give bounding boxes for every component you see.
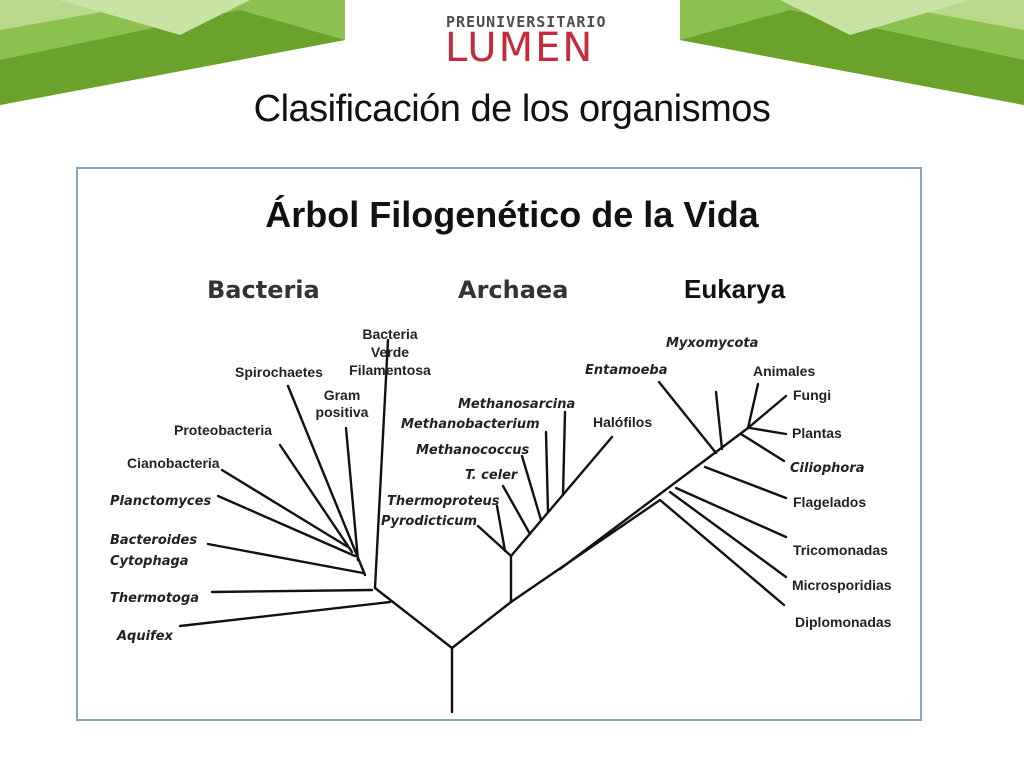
label-bacteria-verde-1: Bacteria [362, 326, 417, 342]
label-thermotoga: Thermotoga [110, 591, 199, 606]
label-spirochaetes: Spirochaetes [235, 364, 323, 380]
branch-thermoproteus [495, 504, 507, 553]
diagram-frame [76, 167, 922, 721]
eukarya-crown-branch [558, 426, 750, 571]
label-methanococcus: Methanococcus [416, 443, 529, 458]
branch-planctomyces [216, 494, 357, 558]
label-bacteroides: Bacteroides [110, 533, 197, 548]
branch-bacteria-verde [373, 338, 390, 590]
label-ciliophora: Ciliophora [790, 461, 865, 476]
archaea-eukarya-branch [450, 600, 513, 650]
branch-cianobacteria [220, 468, 350, 549]
branch-microsporidias [668, 490, 788, 579]
label-thermoproteus: Thermoproteus [387, 494, 500, 509]
label-cytophaga: Cytophaga [110, 554, 189, 569]
domain-bacteria: Bacteria [207, 276, 320, 304]
label-methanobacterium: Methanobacterium [401, 417, 540, 432]
label-gram-2: positiva [316, 404, 369, 420]
label-proteobacteria: Proteobacteria [174, 422, 272, 438]
label-planctomyces: Planctomyces [110, 494, 211, 509]
label-t-celer: T. celer [465, 468, 519, 483]
branch-proteobacteria [278, 443, 354, 554]
label-halofilos: Halófilos [593, 414, 652, 430]
branch-plantas [748, 426, 788, 436]
branch-halofilos [509, 435, 614, 558]
label-microsporidias: Microsporidias [792, 577, 892, 593]
branch-aquifex [178, 600, 392, 628]
branch-entamoeba [657, 380, 718, 455]
domain-eukarya: Eukarya [684, 274, 786, 304]
label-plantas: Plantas [792, 425, 842, 441]
label-aquifex: Aquifex [116, 629, 174, 644]
label-methanosarcina: Methanosarcina [458, 397, 575, 412]
label-bacteria-verde-2: Verde [371, 344, 409, 360]
branch-animales [746, 382, 760, 430]
label-gram-1: Gram [324, 387, 361, 403]
branch-methanococcus [520, 454, 543, 522]
label-bacteria-verde-3: Filamentosa [349, 362, 431, 378]
slide-title: Clasificación de los organismos [253, 88, 771, 130]
branch-thermotoga [210, 588, 374, 594]
branch-t-celer [501, 484, 532, 536]
label-animales: Animales [753, 363, 815, 379]
branch-tricomonadas [674, 486, 788, 539]
branch-ciliophora [739, 432, 786, 463]
branch-diplomonadas [658, 498, 786, 607]
label-cianobacteria: Cianobacteria [127, 455, 220, 471]
label-diplomonadas: Diplomonadas [795, 614, 892, 630]
label-tricomonadas: Tricomonadas [793, 542, 888, 558]
label-fungi: Fungi [793, 387, 831, 403]
branch-fungi [746, 394, 788, 430]
logo-title: LUMEN [445, 25, 595, 71]
domain-archaea: Archaea [458, 276, 569, 304]
label-myxomycota: Myxomycota [666, 336, 758, 351]
label-entamoeba: Entamoeba [585, 363, 668, 378]
branch-myxomycota [714, 390, 724, 451]
label-flagelados: Flagelados [793, 494, 866, 510]
branch-methanobacterium [544, 430, 550, 514]
header-decoration [0, 0, 1024, 105]
label-pyrodicticum: Pyrodicticum [381, 514, 477, 529]
branch-methanosarcina [561, 410, 567, 497]
branch-spirochaetes [286, 384, 367, 577]
logo-subtitle: PREUNIVERSITARIO [446, 13, 607, 31]
branch-flagelados [703, 465, 788, 500]
bacteria-main-branch [373, 586, 454, 650]
diagram-title: Árbol Filogenético de la Vida [265, 194, 759, 235]
branch-gram-positiva [344, 426, 360, 562]
branch-bacteroides [206, 542, 365, 575]
